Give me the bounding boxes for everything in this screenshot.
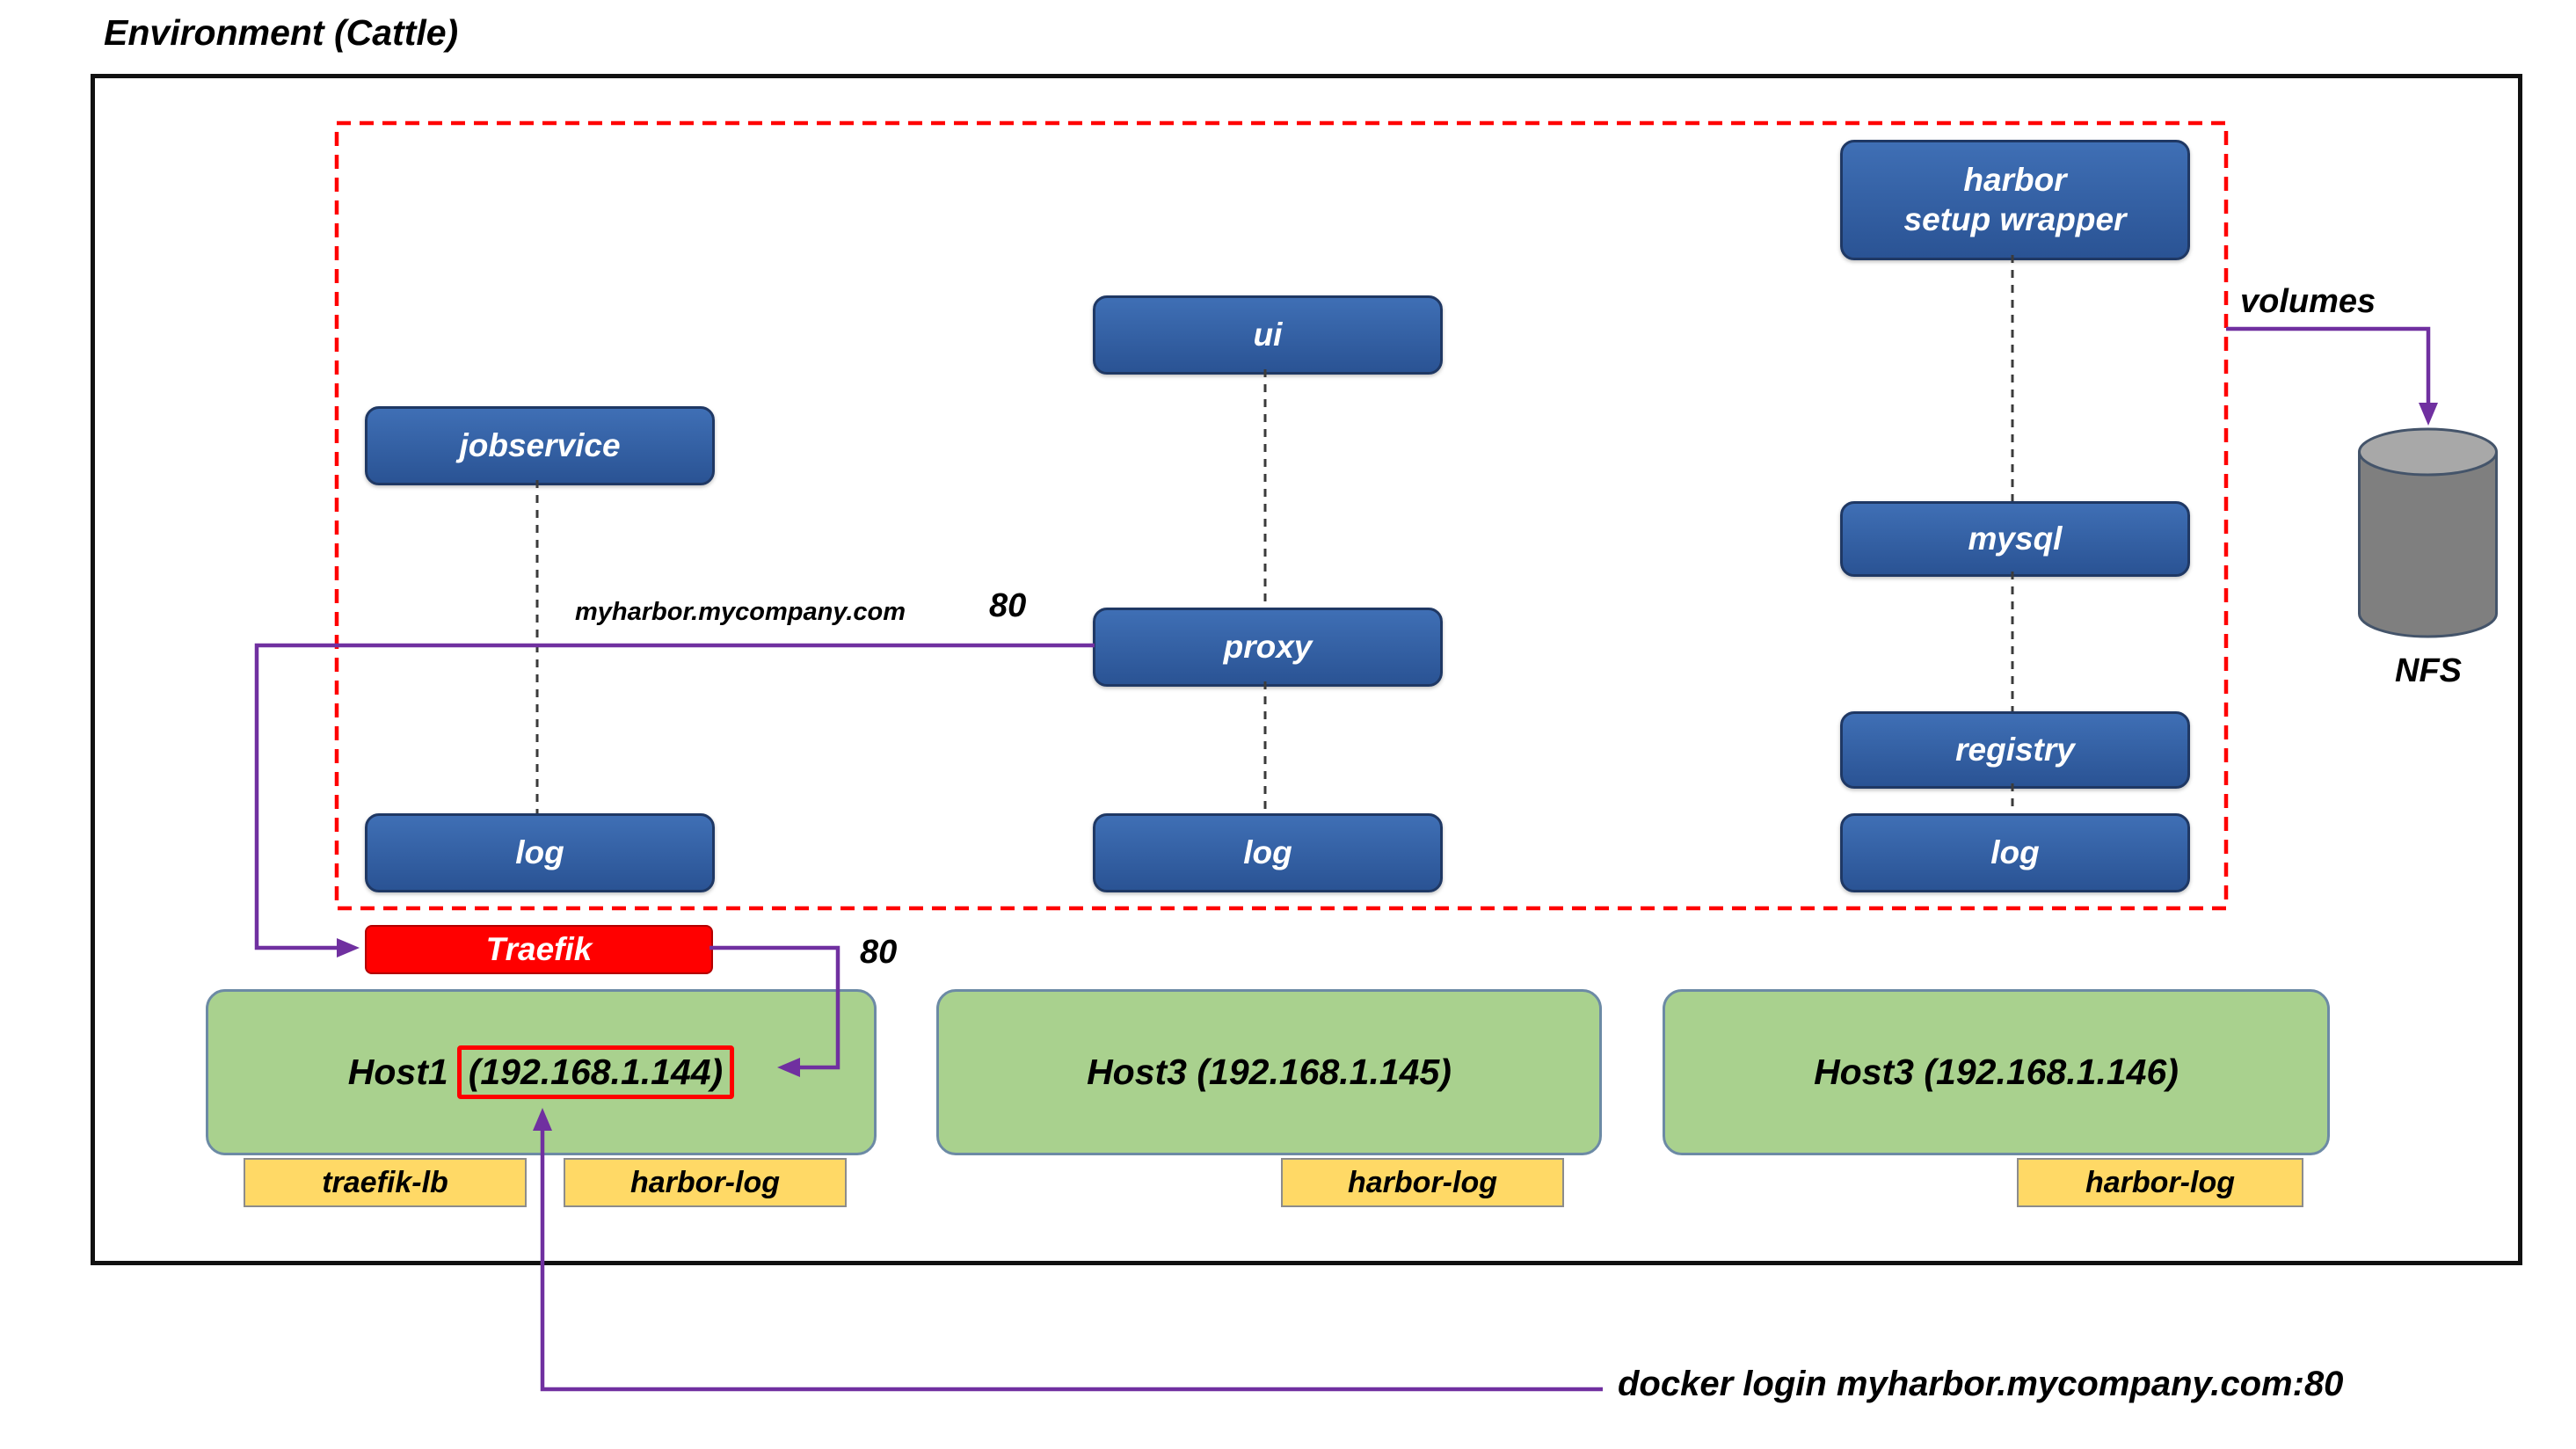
tag-harbor-log-2: harbor-log — [1281, 1158, 1564, 1207]
service-log-right: log — [1840, 813, 2190, 892]
highlighted-ip: (192.168.1.144) — [456, 1045, 735, 1099]
wrapper-line1: harbor — [1963, 162, 2067, 199]
service-jobservice: jobservice — [365, 406, 715, 485]
host-name: Host3 — [1814, 1052, 1914, 1092]
traefik-box: Traefik — [365, 925, 713, 974]
service-mysql: mysql — [1840, 501, 2190, 577]
tag-harbor-log-3: harbor-log — [2017, 1158, 2303, 1207]
service-proxy: proxy — [1093, 608, 1443, 687]
wrapper-line2: setup wrapper — [1903, 200, 2127, 237]
service-label: harbor setup wrapper — [1904, 161, 2127, 239]
docker-login-label: docker login myharbor.mycompany.com:80 — [1618, 1365, 2344, 1403]
host-3: Host3 (192.168.1.146) — [1663, 989, 2330, 1155]
service-harbor-setup-wrapper: harbor setup wrapper — [1840, 140, 2190, 260]
host-ip: (192.168.1.146) — [1924, 1052, 2179, 1092]
host-name: Host1 — [347, 1052, 448, 1092]
tag-traefik-lb: traefik-lb — [244, 1158, 527, 1207]
service-log-mid: log — [1093, 813, 1443, 892]
host-1: Host1 (192.168.1.144) — [206, 989, 877, 1155]
host-2: Host3 (192.168.1.145) — [936, 989, 1602, 1155]
proxy-domain-label: myharbor.mycompany.com — [575, 598, 906, 626]
proxy-port-label: 80 — [989, 587, 1027, 624]
host-name: Host3 — [1087, 1052, 1187, 1092]
service-registry: registry — [1840, 711, 2190, 789]
host-ip: (192.168.1.145) — [1197, 1052, 1452, 1092]
nfs-label: NFS — [2395, 652, 2462, 689]
service-log-left: log — [365, 813, 715, 892]
volumes-label: volumes — [2240, 283, 2376, 320]
tag-harbor-log-1: harbor-log — [564, 1158, 847, 1207]
service-ui: ui — [1093, 295, 1443, 375]
environment-title: Environment (Cattle) — [104, 12, 459, 53]
traefik-port-label: 80 — [860, 934, 898, 971]
